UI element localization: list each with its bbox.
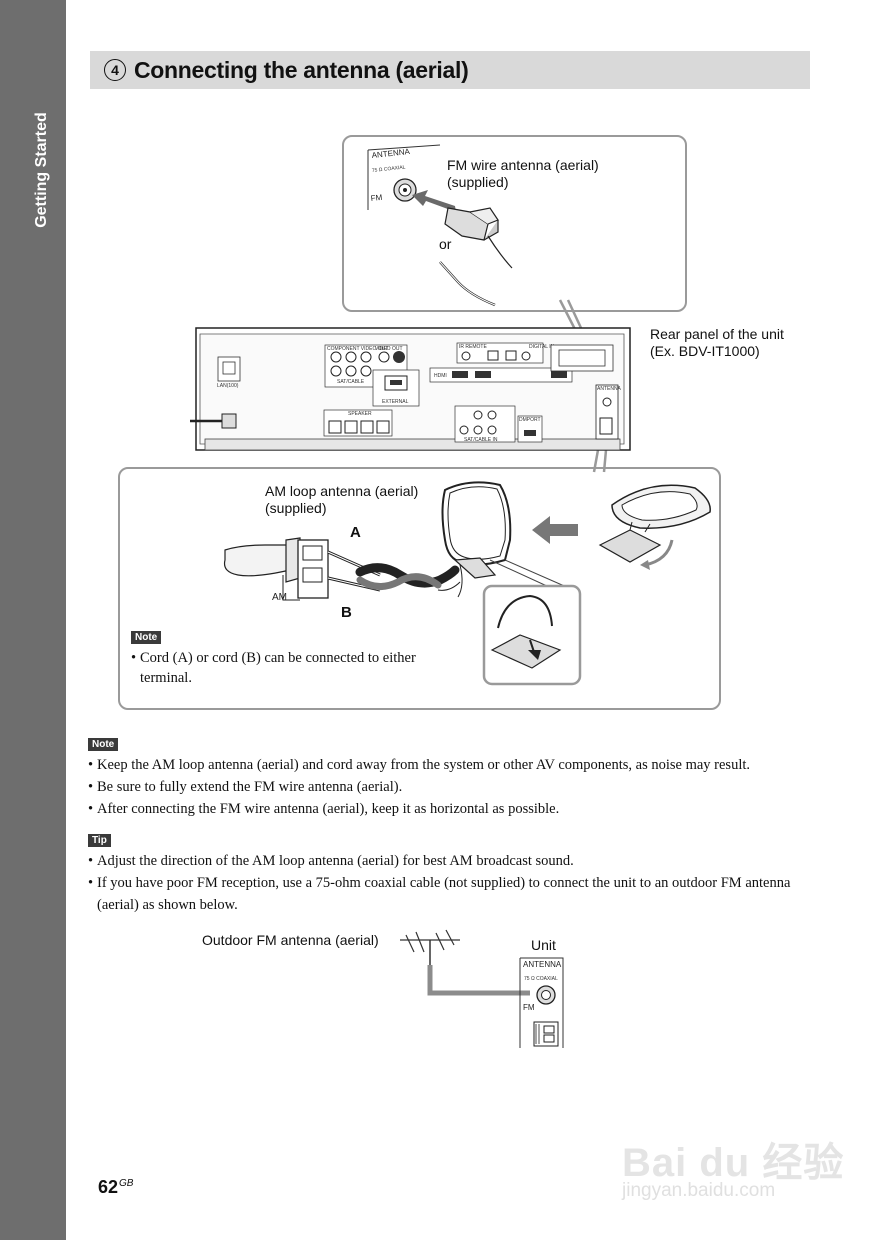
- unit-panel-title: ANTENNA: [523, 960, 562, 969]
- fm-antenna-label-line1: FM wire antenna (aerial): [447, 157, 599, 173]
- fm-inset-box: [342, 135, 687, 312]
- am-loop-antenna: [441, 481, 512, 598]
- outdoor-antenna: [400, 929, 460, 965]
- rear-label-sat-cable: SAT/CABLE: [337, 379, 365, 385]
- am-base-detail: [490, 594, 562, 669]
- tips-badge: Tip: [88, 834, 111, 847]
- unit-label: Unit: [531, 937, 556, 953]
- fm-antenna-label: FM wire antenna (aerial) (supplied): [447, 157, 599, 191]
- rear-label-external: EXTERNAL: [382, 399, 409, 405]
- note-item: Keep the AM loop antenna (aerial) and co…: [88, 754, 750, 776]
- rear-label-hdmi: HDMI: [434, 373, 447, 379]
- inner-note-badge: Note: [131, 631, 162, 644]
- am-terminal-label: AM: [272, 592, 287, 603]
- side-tab: Getting Started: [0, 0, 66, 1240]
- am-cords: [327, 550, 461, 592]
- fm-plug: [444, 207, 513, 269]
- outdoor-antenna-label: Outdoor FM antenna (aerial): [202, 932, 379, 948]
- rear-panel-label-line1: Rear panel of the unit: [650, 326, 784, 342]
- notes-section: Note Keep the AM loop antenna (aerial) a…: [88, 732, 750, 820]
- rear-label-dmport: DMPORT: [519, 417, 541, 423]
- tip-item: If you have poor FM reception, use a 75-…: [88, 872, 808, 916]
- inner-note-item: •Cord (A) or cord (B) can be connected t…: [131, 650, 416, 686]
- note-item: Be sure to fully extend the FM wire ante…: [88, 776, 750, 798]
- am-terminal-illustration: [223, 537, 329, 601]
- fm-push-arrow: [412, 190, 456, 212]
- am-assembly-arrow: [532, 516, 578, 544]
- note-item: After connecting the FM wire antenna (ae…: [88, 798, 750, 820]
- am-antenna-label-line1: AM loop antenna (aerial): [265, 483, 419, 499]
- rear-label-lan: LAN(100): [217, 383, 239, 389]
- rear-panel-label: Rear panel of the unit (Ex. BDV-IT1000): [650, 326, 784, 360]
- tips-section: Tip Adjust the direction of the AM loop …: [88, 828, 808, 916]
- tip-item: Adjust the direction of the AM loop ante…: [88, 850, 808, 872]
- figure-inner-note: Note •Cord (A) or cord (B) can be connec…: [131, 626, 451, 688]
- rear-label-antenna: ANTENNA: [597, 386, 622, 392]
- am-antenna-label-line2: (supplied): [265, 500, 327, 516]
- fm-antenna-label-line2: (supplied): [447, 174, 509, 190]
- rear-label-speaker: SPEAKER: [348, 411, 372, 417]
- rear-panel-label-line2: (Ex. BDV-IT1000): [650, 343, 760, 359]
- section-title: Connecting the antenna (aerial): [134, 56, 469, 83]
- cord-b-label: B: [341, 604, 352, 621]
- watermark-logo: Bai du 经验: [622, 1141, 845, 1185]
- cord-a-label: A: [350, 524, 361, 541]
- rear-label-ir-remote: IR REMOTE: [459, 344, 487, 350]
- rear-label-digital-in: DIGITAL IN: [529, 344, 555, 350]
- fm-wire: [439, 261, 496, 307]
- am-inset-box: [118, 467, 721, 710]
- page-number-value: 62: [98, 1177, 119, 1197]
- coax-cable: [427, 965, 530, 996]
- fm-panel-fm: FM: [370, 193, 383, 203]
- step-number-badge: 4: [104, 59, 126, 81]
- page-number: 62GB: [98, 1177, 133, 1198]
- notes-badge: Note: [88, 738, 119, 751]
- unit-antenna-panel: ANTENNA 75 Ω COAXIAL FM: [519, 957, 564, 1048]
- am-loop-assembled: [598, 484, 711, 570]
- am-antenna-label: AM loop antenna (aerial) (supplied): [265, 483, 418, 517]
- rear-label-component: COMPONENT VIDEO OUT: [327, 346, 388, 352]
- fm-panel-title: ANTENNA: [371, 147, 411, 160]
- fm-antenna-panel: ANTENNA 75 Ω COAXIAL FM: [367, 144, 441, 210]
- am-base-inset: [482, 584, 582, 686]
- page-number-suffix: GB: [119, 1178, 134, 1189]
- unit-panel-coax: 75 Ω COAXIAL: [524, 976, 558, 982]
- rear-label-sat-cable-in: SAT/CABLE IN: [464, 437, 498, 443]
- fm-panel-coax: 75 Ω COAXIAL: [372, 164, 406, 174]
- rear-label-video-out: VIDEO OUT: [375, 346, 403, 352]
- or-label: or: [439, 236, 452, 252]
- rear-panel-unit: LAN(100) COMPONENT VIDEO OUT VIDEO OUT S…: [190, 327, 631, 451]
- inner-note-text: Cord (A) or cord (B) can be connected to…: [140, 650, 416, 686]
- section-header: 4 Connecting the antenna (aerial): [90, 51, 810, 89]
- watermark-url: jingyan.baidu.com: [622, 1180, 776, 1201]
- unit-panel-fm: FM: [523, 1003, 535, 1012]
